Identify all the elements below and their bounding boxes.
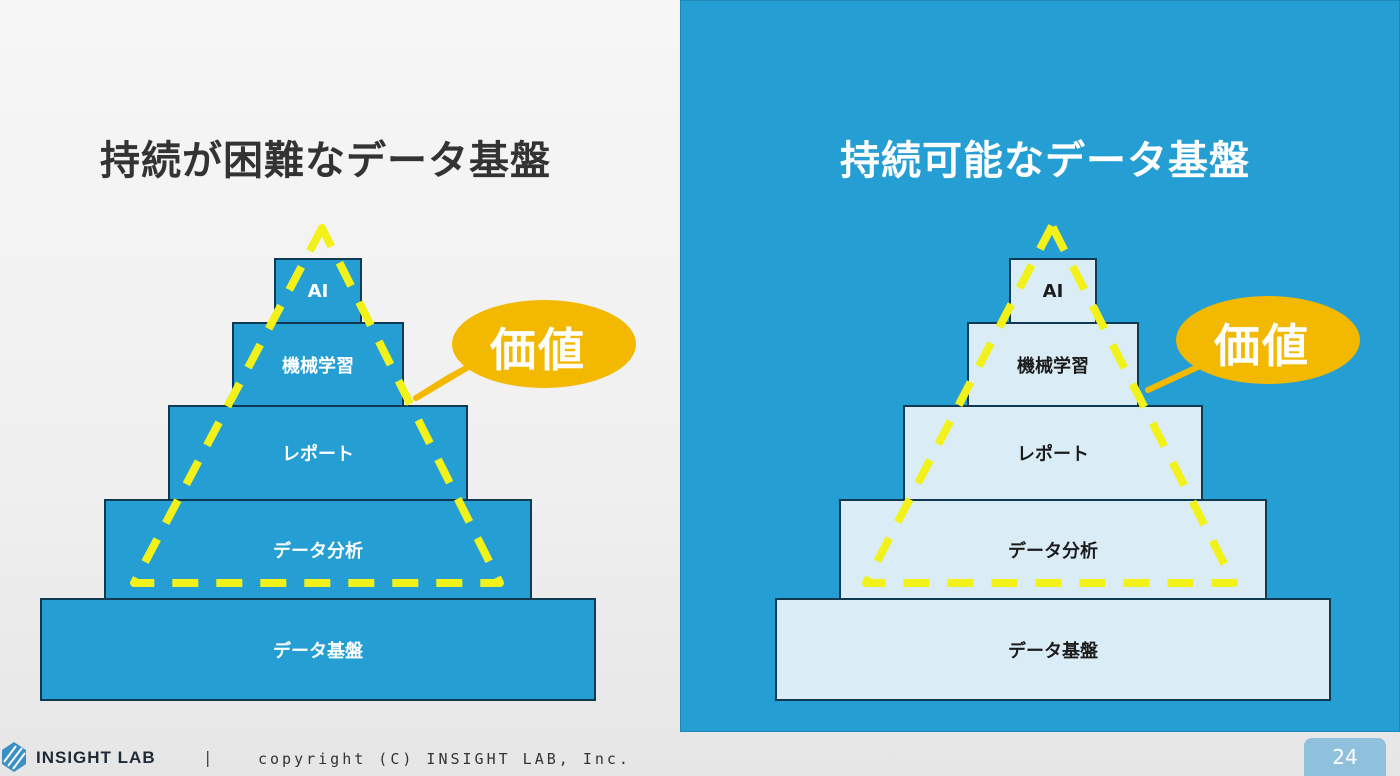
left-tier-data-platform: データ基盤 bbox=[40, 598, 596, 701]
insight-lab-logo-icon bbox=[2, 742, 26, 772]
right-tier-data-analysis: データ分析 bbox=[839, 499, 1267, 600]
right-title: 持続可能なデータ基盤 bbox=[840, 138, 1250, 184]
left-tier-data-analysis: データ分析 bbox=[104, 499, 532, 600]
right-callout-text: 価値 bbox=[1214, 319, 1310, 373]
footer-separator: | bbox=[205, 748, 211, 767]
left-callout-text: 価値 bbox=[490, 323, 586, 377]
right-tier-data-platform: データ基盤 bbox=[775, 598, 1331, 701]
right-tier-machine-learning: 機械学習 bbox=[967, 322, 1139, 408]
left-title: 持続が困難なデータ基盤 bbox=[100, 138, 551, 184]
copyright-text: copyright (C) INSIGHT LAB, Inc. bbox=[258, 750, 631, 768]
right-tier-ai: AI bbox=[1009, 258, 1097, 324]
left-tier-ai: AI bbox=[274, 258, 362, 324]
brand-name: INSIGHT LAB bbox=[36, 748, 156, 767]
left-tier-report: レポート bbox=[168, 405, 468, 501]
left-tier-machine-learning: 機械学習 bbox=[232, 322, 404, 408]
right-tier-report: レポート bbox=[903, 405, 1203, 501]
page-number: 24 bbox=[1304, 738, 1386, 776]
